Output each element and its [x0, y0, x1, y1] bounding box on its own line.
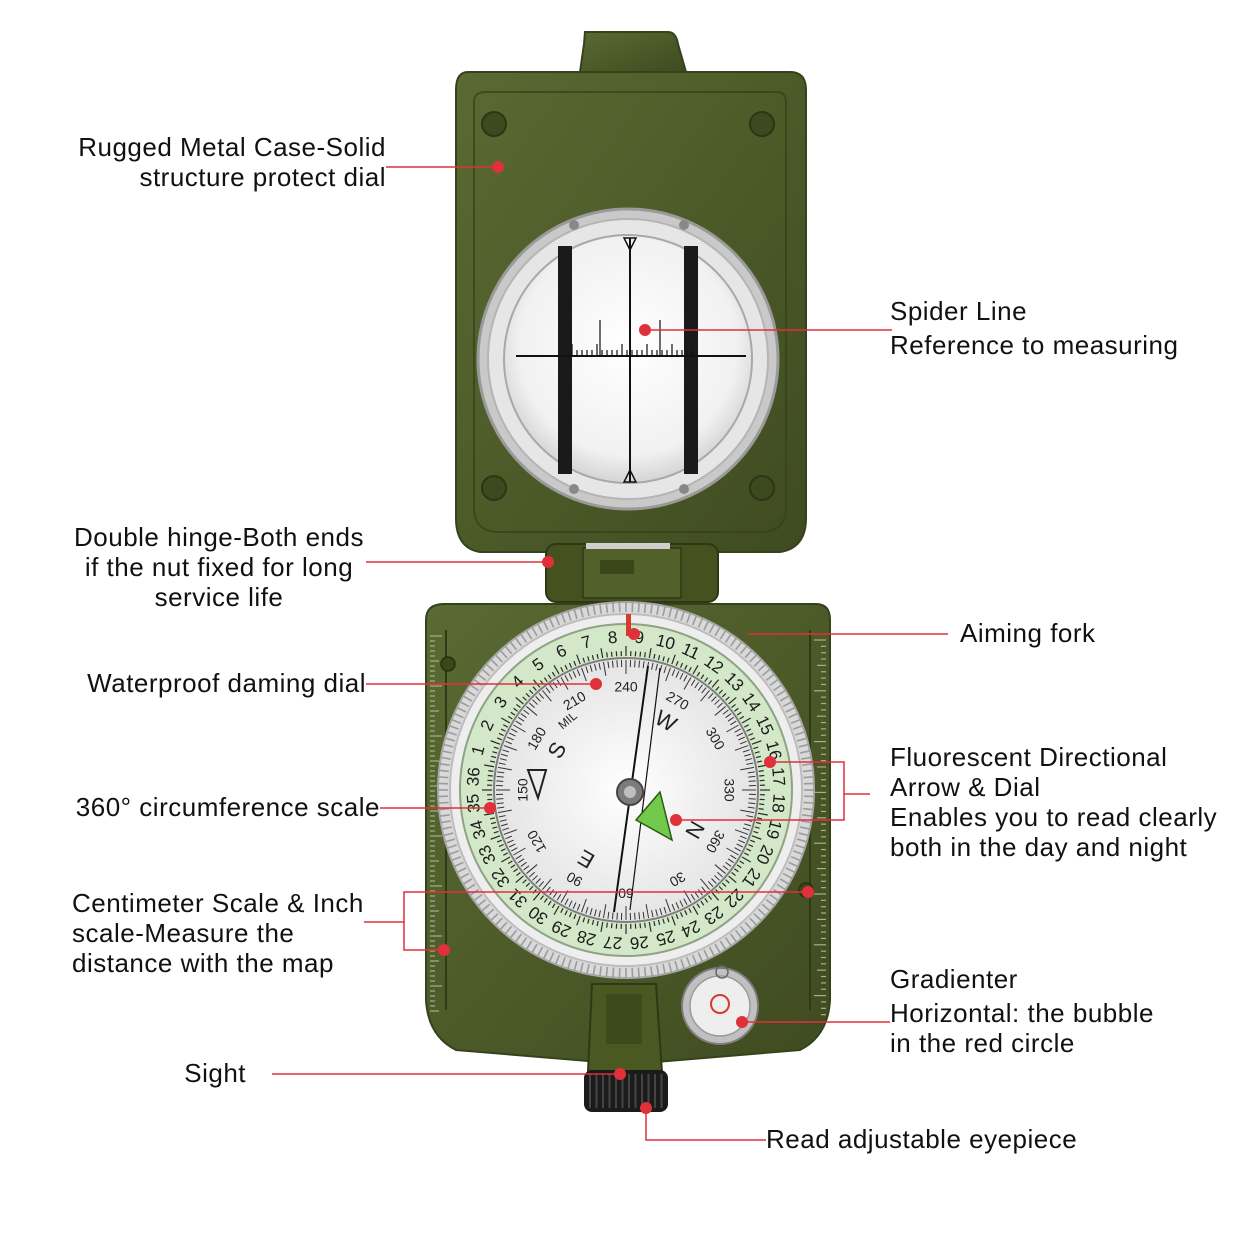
lid-lens	[503, 234, 753, 484]
inner-degree-number: 330	[721, 778, 737, 802]
outer-ring-number: 35	[463, 793, 484, 814]
double-hinge	[545, 543, 719, 603]
callout-text: Arrow & Dial	[890, 772, 1041, 802]
callout-text: if the nut fixed for long	[84, 552, 354, 582]
callout-aiming-fork: Aiming fork	[960, 618, 1096, 648]
callout-sight: Sight	[184, 1058, 246, 1088]
outer-ring-number: 17	[768, 766, 789, 787]
inner-degree-number: 60	[618, 885, 634, 901]
callout-text: Enables you to read clearly	[890, 802, 1218, 832]
lid-screw-icon	[481, 111, 507, 137]
inner-degree-number: 150	[515, 778, 531, 802]
pointer-dots	[438, 161, 814, 1114]
callout-text: Aiming fork	[960, 618, 1096, 648]
callout-text: in the red circle	[890, 1028, 1075, 1058]
callout-text: Waterproof daming dial	[87, 668, 366, 698]
callout-text: Reference to measuring	[890, 330, 1179, 360]
outer-ring-number: 25	[654, 926, 677, 949]
callout-text: Horizontal: the bubble	[890, 998, 1154, 1028]
callout-scale: Centimeter Scale & Inch scale-Measure th…	[72, 888, 364, 978]
inner-degree-number: 30	[667, 869, 689, 891]
centimeter-scale	[430, 635, 442, 1012]
callout-waterproof-dial: Waterproof daming dial	[87, 668, 366, 698]
outer-ring-number: 36	[463, 766, 484, 787]
adjustable-eyepiece[interactable]	[584, 1070, 668, 1112]
callout-double-hinge: Double hinge-Both ends if the nut fixed …	[58, 522, 380, 612]
bubble-red-circle	[710, 994, 730, 1014]
inner-degree-number: 240	[614, 679, 638, 695]
outer-ring-number: 28	[575, 926, 598, 949]
outer-ring-number: 16	[762, 739, 785, 762]
compass-lid	[455, 31, 807, 553]
callout-text: Double hinge-Both ends	[74, 522, 364, 552]
outer-ring-number: 26	[629, 932, 650, 953]
callout-text: Centimeter Scale & Inch	[72, 888, 364, 918]
spider-line	[516, 237, 746, 483]
callout-text: Rugged Metal Case-Solid	[78, 132, 386, 162]
callout-text: both in the day and night	[890, 832, 1188, 862]
north-triangle-icon	[526, 769, 548, 802]
inner-degree-number: 90	[563, 869, 585, 891]
callout-text: distance with the map	[72, 948, 334, 978]
callout-text: Read adjustable eyepiece	[766, 1124, 1078, 1154]
outer-ring-number: 7	[579, 632, 593, 653]
body-screw-icon	[440, 656, 456, 672]
gradienter	[681, 965, 759, 1045]
outer-ring-number: 8	[607, 628, 618, 648]
outer-ring-number: 9	[634, 628, 645, 648]
lid-screw-icon	[749, 475, 775, 501]
outer-ring-number: 19	[762, 818, 785, 841]
callout-eyepiece: Read adjustable eyepiece	[766, 1124, 1077, 1154]
callout-rugged-case: Rugged Metal Case-Solid structure protec…	[78, 132, 386, 192]
outer-ring-number: 18	[768, 793, 789, 814]
bubble-icon	[715, 965, 729, 979]
leader-lines	[272, 166, 948, 1141]
lid-screw-icon	[749, 111, 775, 137]
callout-fluorescent: Fluorescent Directional Arrow & Dial Ena…	[890, 742, 1217, 862]
luminous-arrow-icon	[634, 790, 674, 842]
lid-top-tab	[578, 31, 688, 73]
callout-text: Sight	[184, 1058, 246, 1088]
callout-title: Gradienter	[890, 964, 1018, 994]
callout-text: structure protect dial	[139, 162, 386, 192]
callout-text: Fluorescent Directional	[890, 742, 1168, 772]
callout-spider-line: Spider Line Reference to measuring	[890, 294, 1178, 362]
outer-ring-number: 34	[467, 818, 490, 841]
sight	[586, 983, 664, 1073]
outer-ring-number: 27	[602, 932, 623, 953]
callout-gradienter: Gradienter Horizontal: the bubble in the…	[890, 964, 1154, 1058]
callout-text: service life	[154, 582, 284, 612]
callout-text: scale-Measure the	[72, 918, 295, 948]
lid-screw-icon	[481, 475, 507, 501]
compass-needle	[526, 665, 674, 913]
callout-text: Spider Line	[890, 296, 1028, 326]
aiming-fork-marker	[626, 614, 631, 636]
outer-ring-number: 10	[654, 631, 677, 654]
inch-scale	[814, 639, 826, 1016]
callout-circumference: 360° circumference scale	[76, 792, 380, 822]
outer-ring-number: 1	[468, 743, 489, 757]
callout-text: 360° circumference scale	[75, 792, 380, 822]
